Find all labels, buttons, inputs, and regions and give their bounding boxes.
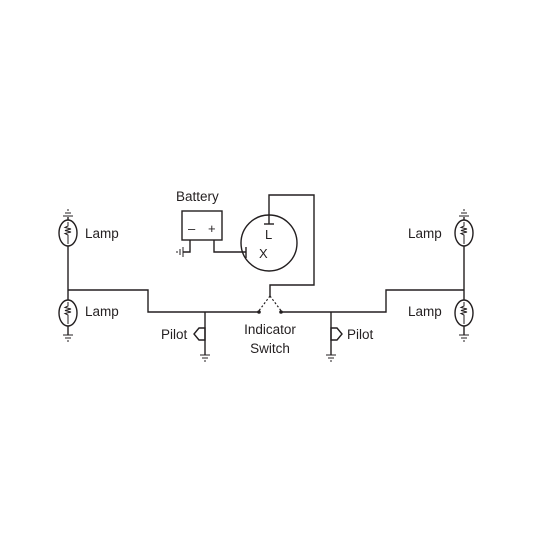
battery-negative-wire: [183, 240, 191, 253]
left-circuit: Lamp Lamp Pilot: [58, 209, 259, 362]
pilot-label: Pilot: [161, 327, 188, 342]
right-circuit: Lamp Lamp Pilot: [281, 209, 474, 362]
left-pilot: Pilot: [161, 312, 210, 362]
lamp-label: Lamp: [408, 304, 442, 319]
switch-label: Switch: [250, 341, 290, 356]
lamp-filament-icon: [459, 222, 468, 244]
lamp-label: Lamp: [85, 304, 119, 319]
right-main-wire: [281, 289, 464, 313]
flasher-x-label: X: [259, 246, 268, 261]
right-top-lamp: Lamp: [408, 209, 474, 247]
battery-ground-icon: [176, 247, 184, 257]
indicator-switch: Indicator Switch: [244, 295, 296, 356]
right-pilot: Pilot: [326, 312, 374, 362]
battery: Battery – +: [176, 189, 246, 257]
left-main-wire: [68, 289, 259, 313]
lamp-label: Lamp: [408, 226, 442, 241]
battery-body: [181, 210, 223, 241]
lamp-label: Lamp: [85, 226, 119, 241]
battery-positive-wire: [213, 240, 246, 253]
lamp-ground-icon: [63, 334, 73, 342]
left-bottom-lamp: Lamp: [58, 299, 119, 342]
flasher-l-wire: [268, 194, 315, 296]
flasher-unit: L X: [240, 194, 315, 296]
lamp-ground-icon: [63, 209, 73, 217]
switch-contact-right: [269, 295, 283, 313]
left-top-lamp: Lamp: [58, 209, 119, 247]
pilot-arrow-left-icon: [193, 327, 206, 341]
battery-label: Battery: [176, 189, 219, 204]
pilot-ground-icon: [326, 354, 336, 362]
flasher-l-label: L: [265, 227, 272, 242]
pilot-label: Pilot: [347, 327, 374, 342]
battery-minus-sign: –: [188, 221, 196, 236]
lamp-filament-icon: [63, 222, 72, 244]
lamp-filament-icon: [459, 302, 468, 324]
lamp-ground-icon: [459, 209, 469, 217]
pilot-ground-icon: [200, 354, 210, 362]
right-bottom-lamp: Lamp: [408, 299, 474, 342]
lamp-ground-icon: [459, 334, 469, 342]
battery-plus-sign: +: [208, 221, 216, 236]
lamp-filament-icon: [63, 302, 72, 324]
pilot-arrow-right-icon: [330, 327, 343, 341]
indicator-label: Indicator: [244, 322, 296, 337]
switch-contact-left: [257, 295, 271, 313]
